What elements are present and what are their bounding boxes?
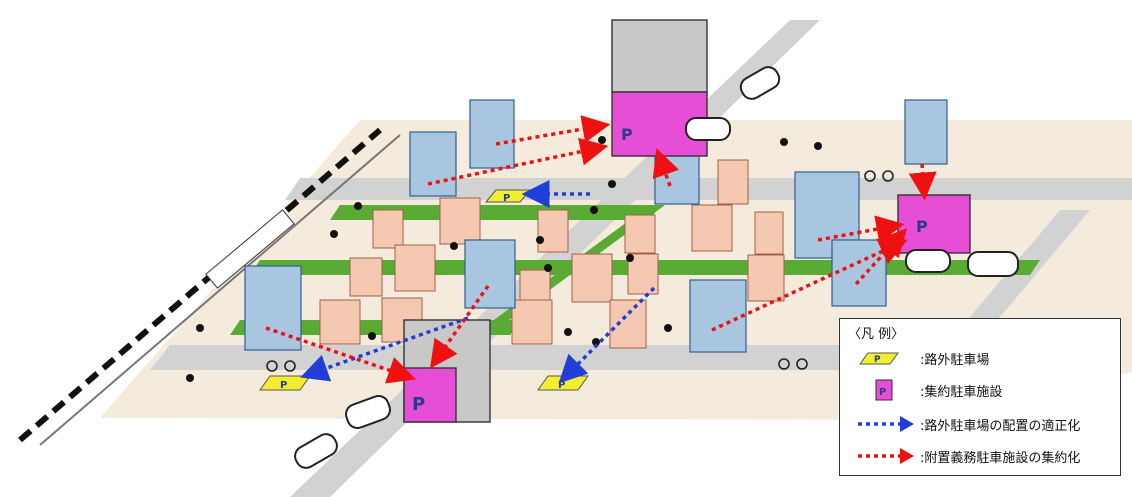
p-mark-tower: P: [621, 125, 633, 144]
cars: [294, 66, 1019, 469]
red-arrow: [265, 326, 416, 384]
parking-facility-right: [897, 194, 971, 254]
red-arrows: [265, 115, 937, 384]
outdoor-parking-lot-1: [484, 189, 532, 203]
car-icon: [967, 251, 1019, 277]
p-mark-lot-1: P: [503, 193, 510, 204]
legend-item-outdoor-parking: P :路外駐車場: [850, 345, 989, 371]
blue-arrows: [300, 180, 656, 384]
p-mark-lot-2: P: [280, 380, 287, 391]
red-arrow: [652, 148, 680, 187]
legend-label-red-arrow: :附置義務駐車施設の集約化: [920, 450, 1081, 466]
red-arrow-icon: [850, 443, 920, 469]
small-buildings: [319, 159, 785, 349]
station-platform: [205, 209, 295, 289]
blue-arrow: [300, 316, 469, 382]
legend-item-red-arrow: :附置義務駐車施設の集約化: [850, 443, 1080, 469]
outdoor-parking-icon: P: [850, 345, 920, 371]
legend-item-blue-arrow: :路外駐車場の配置の適正化: [850, 411, 1080, 437]
car-icon: [345, 395, 391, 429]
legend-label-outdoor-parking: :路外駐車場: [920, 352, 990, 368]
red-arrow: [427, 137, 609, 186]
railway: [18, 127, 401, 446]
legend-box: 〈凡 例〉 P :路外駐車場 P :集約駐車施設: [839, 318, 1121, 476]
svg-text:P: P: [879, 387, 886, 398]
car-icon: [685, 117, 731, 141]
collection-parking-icon: P: [850, 377, 920, 403]
legend-item-collection-parking: P :集約駐車施設: [850, 377, 1002, 403]
p-mark-lot-3: P: [558, 380, 565, 391]
parking-marks: P P P P P P: [280, 125, 928, 415]
car-icon: [739, 66, 781, 100]
blue-buildings: [244, 99, 948, 353]
green-path-diagonal: [460, 205, 665, 345]
p-mark-right: P: [916, 217, 928, 236]
svg-text:P: P: [874, 355, 881, 365]
car-icon: [294, 433, 338, 469]
legend-title: 〈凡 例〉: [848, 327, 905, 342]
green-path-1: [330, 205, 660, 220]
car-icon: [905, 249, 951, 273]
red-arrow: [495, 115, 611, 146]
bicycles: [266, 170, 894, 372]
red-arrow: [711, 238, 908, 332]
legend-label-collection-parking: :集約駐車施設: [920, 384, 1003, 400]
p-mark-bottom: P: [412, 394, 425, 415]
red-arrow: [429, 284, 490, 369]
legend-label-blue-arrow: :路外駐車場の配置の適正化: [920, 418, 1081, 434]
blue-arrow-icon: [850, 411, 920, 437]
outdoor-parking-lot-2: [259, 375, 311, 391]
